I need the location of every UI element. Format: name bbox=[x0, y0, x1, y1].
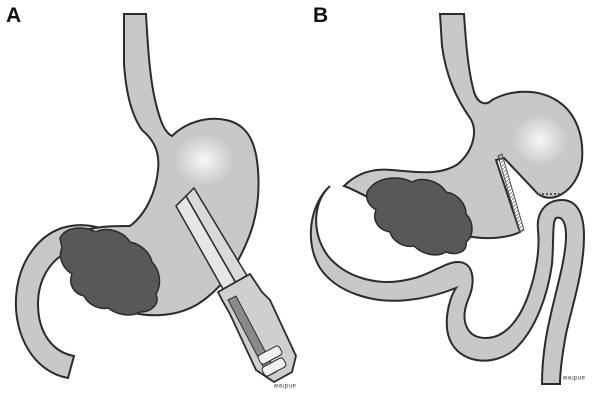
panel-a-drawing: andrew bbox=[16, 14, 296, 389]
fundus-highlight-b bbox=[512, 114, 568, 166]
artist-signature-b: andrew bbox=[563, 374, 585, 381]
fundus-highlight-a bbox=[174, 134, 234, 186]
artist-signature-a: andrew bbox=[274, 382, 296, 389]
panel-b-drawing: andrew bbox=[311, 14, 585, 384]
